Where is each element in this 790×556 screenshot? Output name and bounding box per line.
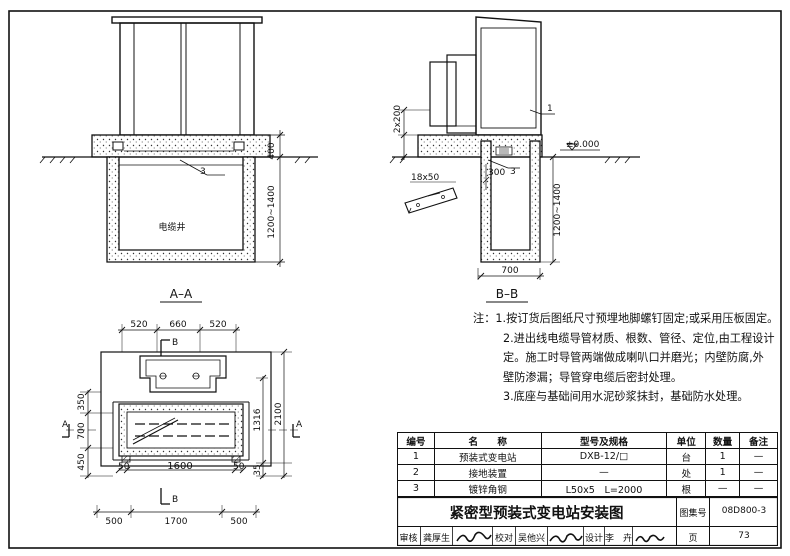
note-2-cont-1: 定。施工时导管两端做成喇叭口并磨光；内壁防腐,外	[503, 351, 764, 364]
bb-dim-plinth: 2x200	[393, 105, 403, 134]
notes-title: 注：	[473, 312, 496, 325]
page-label: 页	[688, 534, 698, 544]
table-header: 型号及规格	[540, 432, 668, 449]
title-block-grid	[397, 497, 778, 546]
table-row: 1 预装式变电站 DXB-12/□ 台 1 —	[397, 448, 778, 465]
sheet-border	[8, 10, 782, 549]
plan-dim-left-2: 700	[77, 422, 87, 439]
bb-dim-depth: 1200~1400	[553, 183, 563, 237]
title-block: 紧密型预装式变电站安装图 图集号 08D800-3 审核 龚厚生 校对 吴他兴 …	[397, 497, 778, 546]
bb-callout-3: 3	[510, 167, 516, 177]
table-cell: —	[739, 464, 778, 481]
table-cell: —	[739, 448, 778, 465]
table-cell: DXB-12/□	[540, 448, 668, 465]
checker-name: 吴他兴	[517, 534, 545, 544]
plan-dim-top-1: 520	[130, 320, 147, 330]
table-cell: 1	[705, 464, 741, 481]
review-label: 审核	[399, 534, 418, 544]
plan-dim-bottom-1: 500	[105, 517, 122, 527]
table-row: 2 接地装置 — 处 1 —	[397, 464, 778, 481]
checker-signature	[549, 533, 583, 543]
bb-section-label: B–B	[496, 287, 518, 301]
table-cell: —	[540, 464, 668, 481]
table-cell: 3	[397, 480, 435, 497]
plan-marker-a-left: A	[62, 420, 69, 430]
table-row: 3 镀锌角钢 L50x5 L=2000 根 — —	[397, 480, 778, 497]
section-aa	[39, 16, 318, 267]
atlas-number: 08D800-3	[721, 506, 767, 516]
table-header: 数量	[705, 432, 741, 449]
table-header: 名 称	[433, 432, 542, 449]
plan-dim-top-3: 520	[209, 320, 226, 330]
table-cell: 预装式变电站	[433, 448, 542, 465]
bb-dim-bolt: 18x50	[411, 173, 440, 183]
table-cell: 处	[666, 464, 707, 481]
table-header-row: 编号 名 称 型号及规格 单位 数量 备注	[397, 432, 778, 449]
table-cell: 1	[397, 448, 435, 465]
table-header: 编号	[397, 432, 435, 449]
plan-view	[62, 324, 300, 518]
note-1: 1.按订货后图纸尺寸预埋地脚螺钉固定;或采用压板固定。	[495, 312, 779, 325]
bb-elevation: ±0.000	[566, 140, 600, 150]
plan-dim-1600: 1600	[167, 461, 192, 472]
table-cell: —	[739, 480, 778, 497]
designer-signature	[635, 534, 665, 543]
plan-dim-bottom-2: 1700	[165, 517, 188, 527]
table-header: 单位	[666, 432, 707, 449]
table-cell: 镀锌角钢	[433, 480, 542, 497]
table-cell: 台	[666, 448, 707, 465]
materials-table: 编号 名 称 型号及规格 单位 数量 备注 1 预装式变电站 DXB-12/□ …	[397, 432, 778, 497]
table-header: 备注	[739, 432, 778, 449]
note-3: 3.底座与基础间用水泥砂浆抹封，基础防水处理。	[503, 390, 749, 403]
plan-dim-50-right: 50	[233, 462, 245, 472]
plan-dim-top-2: 660	[169, 320, 186, 330]
plan-dim-left-3: 450	[77, 453, 87, 470]
table-cell: —	[705, 480, 741, 497]
table-cell: 根	[666, 480, 707, 497]
table-cell: L50x5 L=2000	[540, 480, 668, 497]
plan-dim-right-small: 35	[253, 464, 263, 475]
aa-pit-label: 电缆井	[158, 221, 185, 233]
designer-name: 李 卉	[605, 534, 633, 544]
aa-dim-depth: 1200~1400	[267, 185, 277, 239]
page-number: 73	[738, 531, 750, 541]
plan-dim-right-outer: 2100	[274, 402, 284, 425]
plan-dim-right-inner: 1316	[253, 408, 263, 431]
check-label: 校对	[494, 534, 513, 544]
section-bb	[389, 16, 640, 280]
bb-dim-300: 300	[488, 168, 505, 178]
reviewer-name: 龚厚生	[422, 534, 450, 544]
aa-section-label: A–A	[170, 287, 193, 301]
table-cell: 接地装置	[433, 464, 542, 481]
plan-dim-left-1: 350	[77, 393, 87, 410]
atlas-label: 图集号	[679, 509, 707, 519]
plan-marker-b-top: B	[172, 338, 178, 348]
note-2: 2.进出线电缆导管材质、根数、管径、定位,由工程设计	[503, 331, 775, 345]
reviewer-signature	[456, 531, 492, 543]
plan-dim-50-left: 50	[118, 462, 130, 472]
aa-callout-3: 3	[200, 167, 206, 177]
note-2-cont-2: 壁防渗漏；导管穿电缆后密封处理。	[503, 370, 683, 384]
plan-marker-b-bottom: B	[172, 495, 178, 505]
design-label: 设计	[584, 534, 603, 544]
plan-dim-bottom-3: 500	[230, 517, 247, 527]
notes-block: 注：1.按订货后图纸尺寸预埋地脚螺钉固定;或采用压板固定。 2.进出线电缆导管材…	[473, 309, 778, 407]
table-cell: 1	[705, 448, 741, 465]
aa-dim-top: 400	[267, 142, 277, 159]
plan-marker-a-right: A	[296, 420, 303, 430]
table-cell: 2	[397, 464, 435, 481]
drawing-title: 紧密型预装式变电站安装图	[449, 506, 624, 522]
bb-callout-1: 1	[547, 104, 553, 114]
bb-dim-700: 700	[501, 266, 518, 276]
